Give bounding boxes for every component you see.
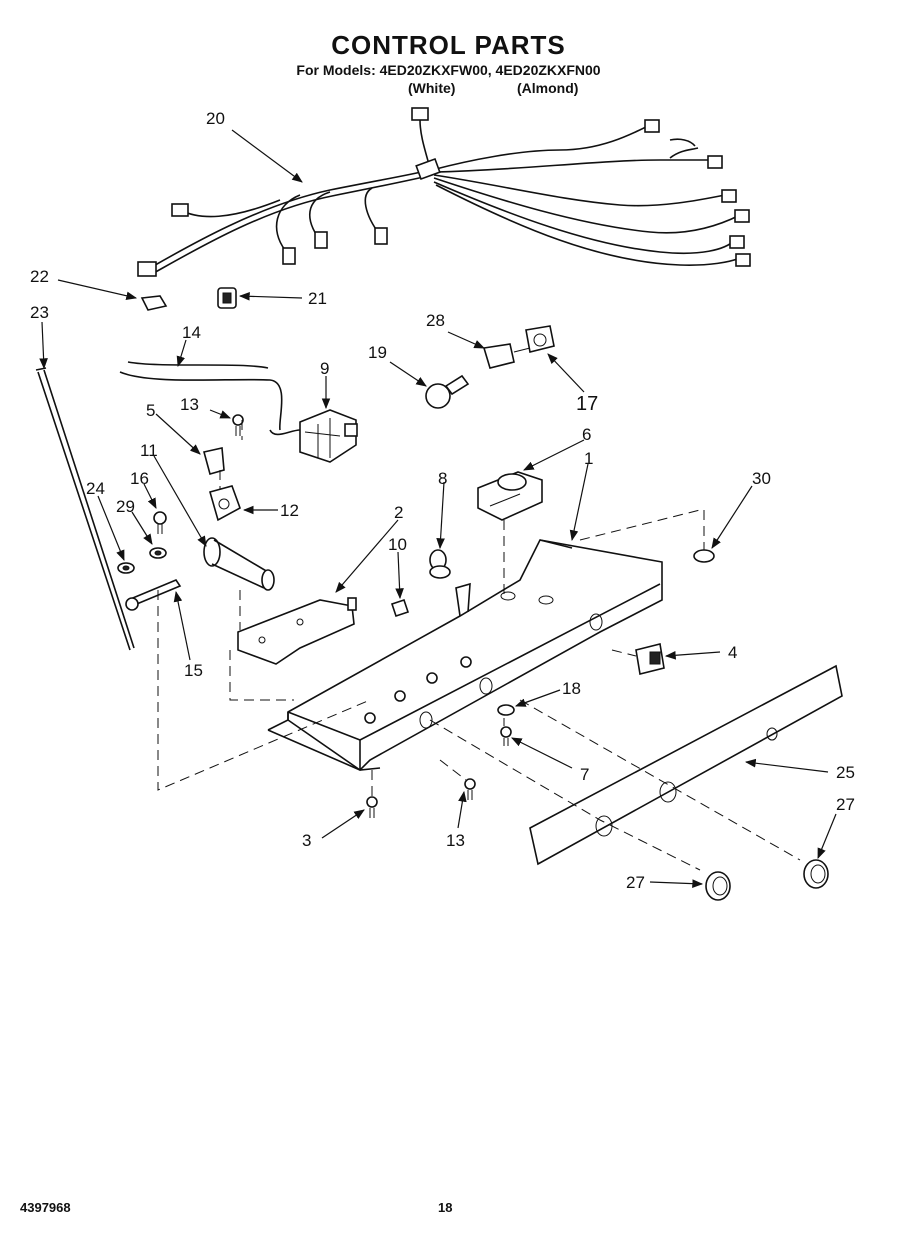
- callout-28: 28: [426, 311, 445, 330]
- callout-19: 19: [368, 343, 387, 362]
- washer-18: [497, 704, 515, 716]
- washer-29: [149, 547, 167, 559]
- variant-almond-label: (Almond): [517, 80, 579, 96]
- callout-13-top: 13: [180, 395, 199, 414]
- document-number: 4397968: [20, 1200, 71, 1215]
- control-shaft: [203, 537, 275, 591]
- callout-22: 22: [30, 267, 49, 286]
- callout-30: 30: [752, 469, 771, 488]
- thermostat: [299, 409, 358, 463]
- lamp-socket: [482, 343, 531, 369]
- callout-4: 4: [728, 643, 737, 662]
- callout-5: 5: [146, 401, 155, 420]
- callout-24: 24: [86, 479, 105, 498]
- screw-7: [500, 726, 512, 746]
- callout-29: 29: [116, 497, 135, 516]
- callout-3: 3: [302, 831, 311, 850]
- callout-18: 18: [562, 679, 581, 698]
- callout-14: 14: [182, 323, 201, 342]
- callout-labels: 20 22 21 23 14 28 19 9 17 13 5 6 11 1 16…: [30, 109, 855, 892]
- light-bulb: [425, 374, 470, 409]
- screw-10: [390, 598, 410, 618]
- callout-17: 17: [576, 393, 598, 415]
- callout-2: 2: [394, 503, 403, 522]
- bracket: [203, 447, 225, 475]
- page-number: 18: [438, 1200, 453, 1215]
- assembly-lines: [157, 420, 801, 871]
- capillary-tube: [119, 361, 301, 436]
- control-panel: [529, 664, 843, 866]
- screw-3: [366, 796, 378, 818]
- lamp-holder: [525, 325, 555, 353]
- model-numbers: For Models: 4ED20ZKXFW00, 4ED20ZKXFN00: [296, 62, 601, 78]
- mounting-plate: [237, 597, 357, 665]
- wire-clip-22: [140, 295, 168, 311]
- callout-16: 16: [130, 469, 149, 488]
- mounting-clip: [209, 485, 241, 522]
- grommet-8: [429, 549, 451, 579]
- callout-20: 20: [206, 109, 225, 128]
- callout-21: 21: [308, 289, 327, 308]
- wire-harness: [137, 107, 751, 277]
- callout-1: 1: [584, 449, 593, 468]
- callout-27-left: 27: [626, 873, 645, 892]
- control-knob-left: [705, 871, 731, 901]
- screw-13-bottom: [464, 778, 476, 800]
- lever-arm: [125, 579, 182, 611]
- callout-23: 23: [30, 303, 49, 322]
- control-housing: [267, 539, 663, 772]
- control-knob-right: [803, 859, 829, 889]
- callout-9: 9: [320, 359, 329, 378]
- callout-12: 12: [280, 501, 299, 520]
- callout-8: 8: [438, 469, 447, 488]
- wire-clip-21: [217, 287, 237, 309]
- variant-white-label: (White): [408, 80, 456, 96]
- grommet-30: [693, 549, 715, 563]
- callout-6: 6: [582, 425, 591, 444]
- callout-25: 25: [836, 763, 855, 782]
- defrost-control: [477, 471, 543, 521]
- screw-13-top: [232, 414, 244, 436]
- callout-15: 15: [184, 661, 203, 680]
- callout-27-right: 27: [836, 795, 855, 814]
- callout-13-bottom: 13: [446, 831, 465, 850]
- leader-arrows: [39, 129, 837, 888]
- callout-7: 7: [580, 765, 589, 784]
- screw-16: [153, 511, 167, 534]
- callout-10: 10: [388, 535, 407, 554]
- diagram-title: CONTROL PARTS: [331, 30, 566, 60]
- washer-24: [117, 562, 135, 574]
- light-switch: [635, 643, 665, 675]
- callout-11: 11: [140, 441, 158, 460]
